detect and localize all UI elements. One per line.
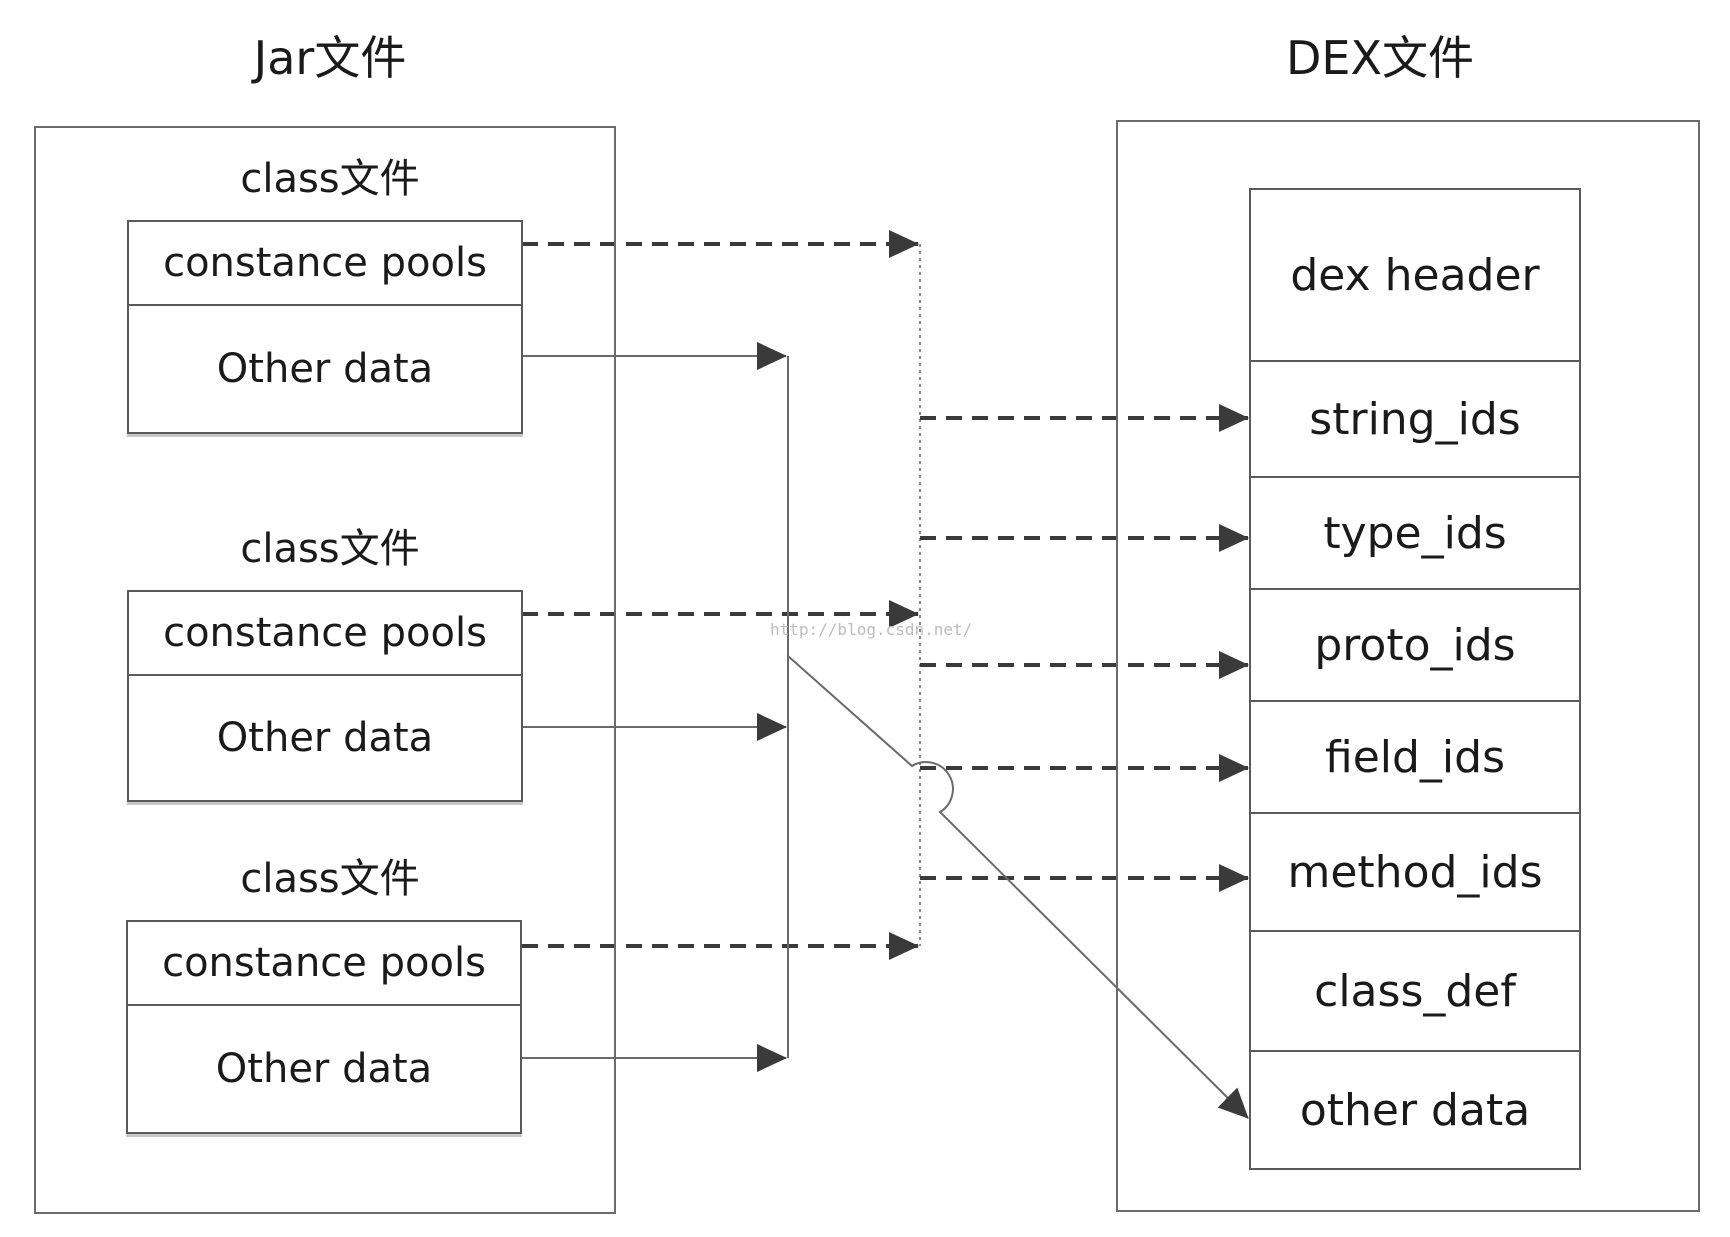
dex-title: DEX文件 (1286, 31, 1474, 85)
dex-section-class-def: class_def (1251, 932, 1579, 1052)
class-file-label: class文件 (240, 856, 420, 902)
dex-section-stack: dex header string_ids type_ids proto_ids… (1249, 188, 1581, 1170)
dex-section-field-ids: field_ids (1251, 702, 1579, 814)
other-data-diagonal (787, 655, 1249, 1119)
dex-section-string-ids: string_ids (1251, 362, 1579, 478)
dex-section-type-ids: type_ids (1251, 478, 1579, 590)
jar-frame (34, 126, 616, 1214)
watermark: http://blog.csdn.net/ (770, 620, 973, 639)
dex-section-other-data: other data (1299, 1084, 1531, 1136)
class-file-box: constance pools Other data (127, 590, 523, 802)
class-file-box: constance pools Other data (127, 220, 523, 434)
constance-pools-cell: constance pools (128, 922, 520, 1006)
class-file-box: constance pools Other data (126, 920, 522, 1134)
jar-title: Jar文件 (253, 31, 407, 85)
constance-pools-cell: constance pools (129, 222, 521, 306)
other-data-cell: Other data (216, 715, 434, 761)
class-file-label: class文件 (240, 526, 420, 572)
dex-section-dex-header: dex header (1251, 190, 1579, 362)
dex-frame (1116, 120, 1700, 1212)
dex-section-method-ids: method_ids (1251, 814, 1579, 932)
class-file-label: class文件 (240, 156, 420, 202)
constance-pools-cell: constance pools (129, 592, 521, 676)
other-data-cell: Other data (216, 346, 434, 392)
other-data-cell: Other data (215, 1046, 433, 1092)
dex-section-proto-ids: proto_ids (1251, 590, 1579, 702)
